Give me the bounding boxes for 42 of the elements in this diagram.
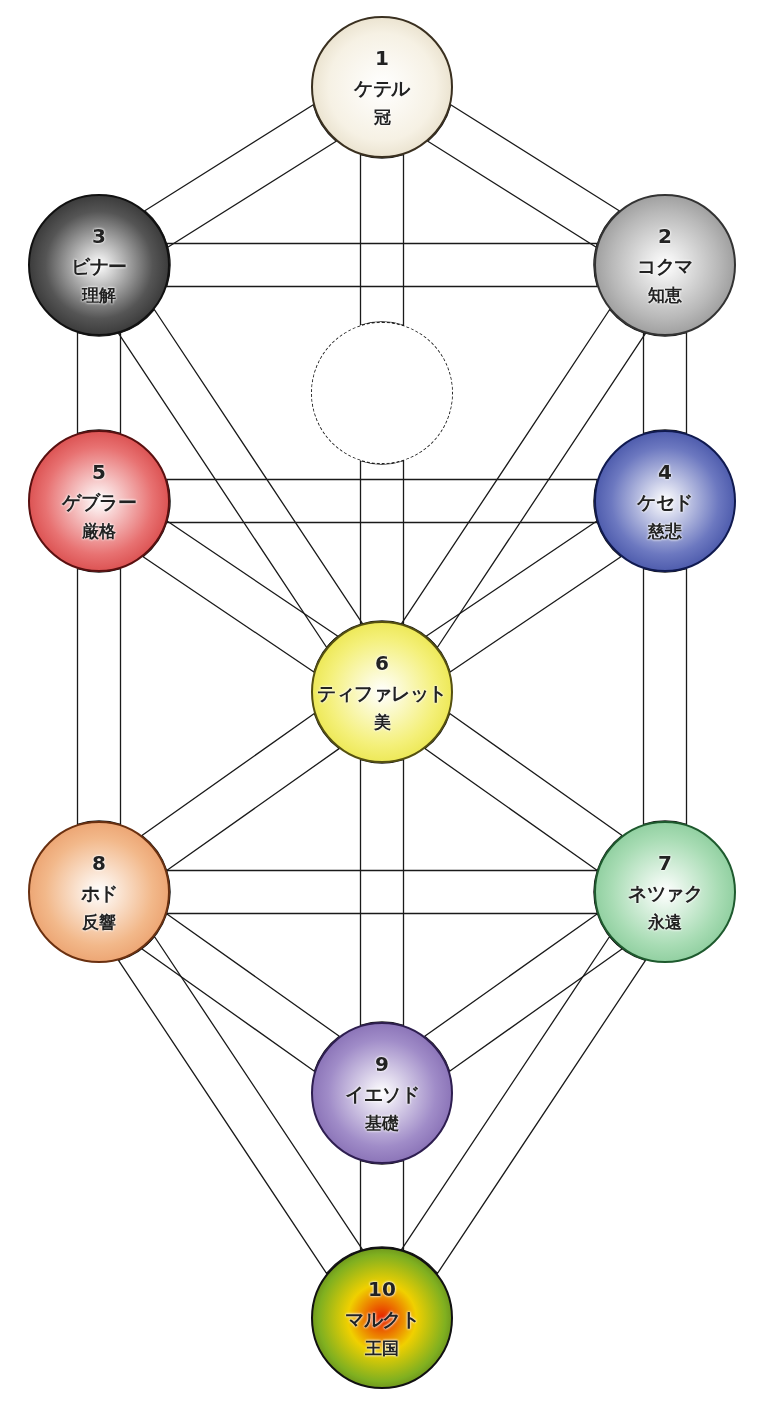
path-band	[400, 935, 647, 1275]
number-label: 3	[92, 225, 106, 248]
meaning-label: 知恵	[648, 286, 682, 305]
meaning-label: 厳格	[82, 522, 116, 541]
path-band	[400, 308, 647, 649]
name-label: ホド	[80, 883, 118, 905]
number-label: 1	[375, 47, 389, 70]
name-label: ネツァク	[628, 883, 702, 905]
number-label: 8	[92, 852, 106, 875]
path-band	[76, 568, 122, 825]
path-band	[359, 154, 405, 326]
path-band	[166, 478, 598, 524]
number-label: 7	[658, 852, 672, 875]
path-band	[117, 935, 364, 1275]
name-label: ビナー	[71, 256, 127, 278]
meaning-label: 永遠	[648, 913, 682, 932]
path-band	[642, 568, 688, 825]
number-label: 4	[658, 461, 672, 484]
meaning-label: 理解	[82, 286, 116, 305]
number-label: 5	[92, 461, 106, 484]
meaning-label: 美	[373, 713, 391, 732]
number-label: 10	[368, 1278, 396, 1301]
number-label: 2	[658, 225, 672, 248]
path-band	[117, 308, 364, 649]
name-label: イエソド	[345, 1084, 419, 1106]
name-label: ティファレット	[317, 683, 447, 705]
path-band	[359, 759, 405, 1026]
path-band	[166, 869, 598, 915]
path-band	[359, 460, 405, 625]
name-label: ケセド	[637, 492, 693, 514]
number-label: 6	[375, 652, 389, 675]
number-label: 9	[375, 1053, 389, 1076]
meaning-label: 慈悲	[648, 522, 682, 541]
meaning-label: 冠	[373, 108, 391, 127]
meaning-label: 王国	[365, 1339, 399, 1358]
path-band	[166, 242, 598, 288]
name-label: ゲブラー	[62, 492, 136, 514]
meaning-label: 基礎	[365, 1114, 399, 1133]
name-label: コクマ	[637, 256, 693, 278]
name-label: マルクト	[345, 1309, 419, 1331]
meaning-label: 反響	[82, 913, 116, 932]
name-label: ケテル	[354, 78, 410, 100]
